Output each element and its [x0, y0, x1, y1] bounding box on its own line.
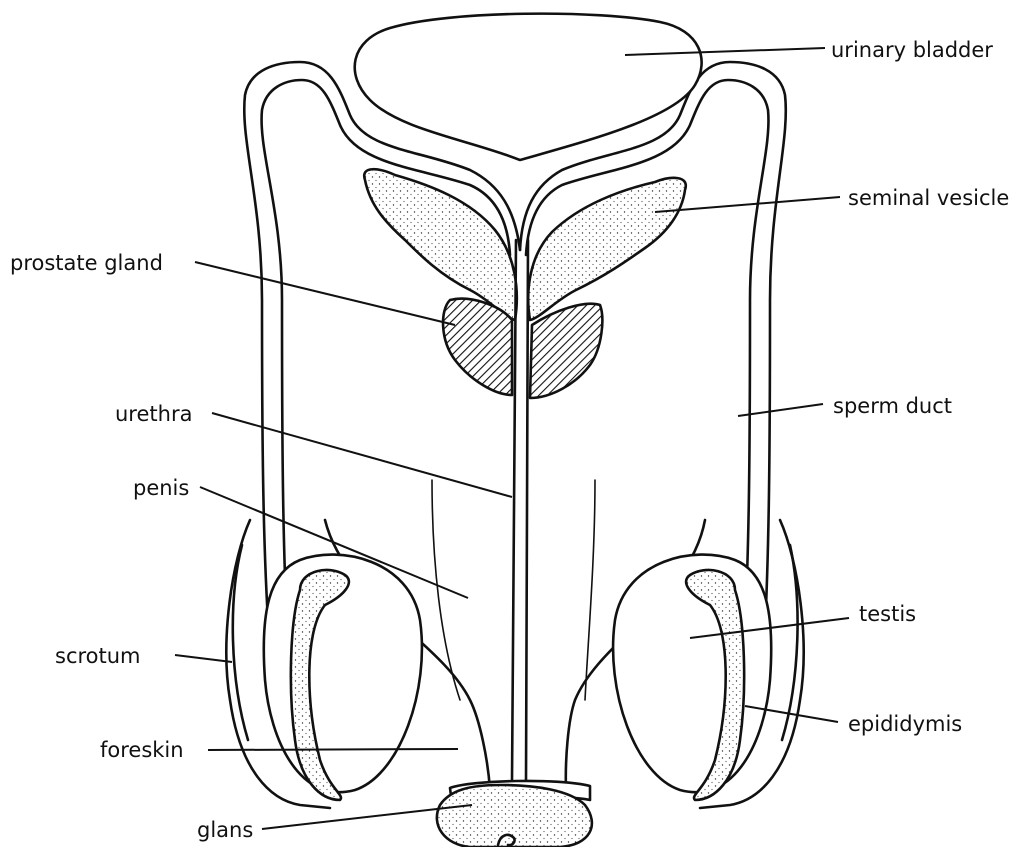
- labels: urinary bladder seminal vesicle prostate…: [10, 38, 1009, 842]
- seminal-vesicle-right: [528, 178, 686, 320]
- label-testis: testis: [859, 602, 916, 626]
- label-epididymis: epididymis: [848, 712, 962, 736]
- label-penis: penis: [133, 476, 189, 500]
- urinary-bladder: [355, 14, 702, 160]
- label-sperm-duct: sperm duct: [833, 394, 952, 418]
- urethra: [512, 240, 528, 780]
- leader-prostate-gland: [195, 262, 455, 325]
- leader-urethra: [212, 413, 512, 497]
- testis-right: [613, 555, 771, 800]
- label-prostate-gland: prostate gland: [10, 251, 163, 275]
- prostate-gland-right: [530, 304, 602, 398]
- label-urethra: urethra: [115, 402, 192, 426]
- label-glans: glans: [197, 818, 253, 842]
- leader-scrotum: [175, 655, 232, 662]
- seminal-vesicle-left: [364, 169, 517, 320]
- testis-left: [264, 555, 422, 800]
- prostate-gland-left: [443, 299, 512, 395]
- label-scrotum: scrotum: [55, 644, 141, 668]
- label-seminal-vesicle: seminal vesicle: [848, 186, 1009, 210]
- leader-foreskin: [208, 749, 458, 750]
- label-foreskin: foreskin: [100, 738, 184, 762]
- label-urinary-bladder: urinary bladder: [831, 38, 993, 62]
